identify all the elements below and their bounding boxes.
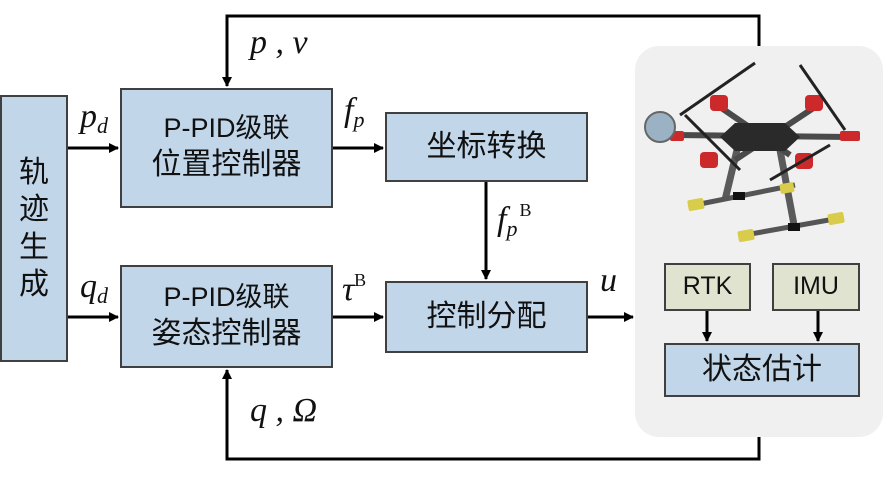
coordinate-transform-block: 坐标转换 bbox=[385, 112, 588, 182]
drone-center-plate bbox=[720, 123, 800, 151]
u-base: u bbox=[600, 262, 617, 299]
rtk-block: RTK bbox=[664, 263, 751, 311]
state-estimation-label: 状态估计 bbox=[702, 352, 822, 388]
position-controller-line2: 位置控制器 bbox=[151, 147, 302, 183]
fpB-sup: B bbox=[519, 200, 532, 220]
signal-fpB: fpB bbox=[497, 200, 531, 242]
drone-camera bbox=[644, 111, 676, 143]
signal-qd: qd bbox=[80, 268, 108, 309]
signal-pd: pd bbox=[80, 98, 108, 139]
attitude-controller-line1: P-PID级联 bbox=[163, 281, 290, 312]
signal-attitude-feedback: q , Ω bbox=[250, 392, 318, 429]
state-estimation-block: 状态估计 bbox=[664, 343, 860, 397]
control-allocation-block: 控制分配 bbox=[385, 281, 588, 353]
position-controller-block: P-PID级联 位置控制器 bbox=[120, 88, 333, 208]
qd-base: q bbox=[80, 268, 97, 305]
attitude-controller-line2: 姿态控制器 bbox=[151, 315, 302, 351]
trajectory-label-1: 轨 bbox=[19, 154, 49, 190]
pd-base: p bbox=[80, 98, 97, 135]
signal-u: u bbox=[600, 262, 617, 300]
tau-base: τ bbox=[342, 271, 355, 308]
trajectory-generation-block: 轨 迹 生 成 bbox=[0, 95, 68, 362]
coordinate-transform-label: 坐标转换 bbox=[426, 129, 547, 165]
feedback-position bbox=[222, 14, 761, 87]
hexacopter-drone-image bbox=[644, 61, 860, 242]
signal-position-feedback: p , v bbox=[250, 24, 308, 61]
attitude-controller-block: P-PID级联 姿态控制器 bbox=[120, 265, 333, 368]
imu-block: IMU bbox=[772, 263, 860, 311]
signal-tauB: τB bbox=[342, 270, 366, 309]
control-allocation-label: 控制分配 bbox=[426, 299, 547, 335]
trajectory-label-3: 生 bbox=[19, 229, 49, 265]
imu-label: IMU bbox=[793, 272, 839, 301]
tau-sup: B bbox=[354, 270, 367, 290]
position-controller-line1: P-PID级联 bbox=[163, 113, 290, 144]
fpB-sub: p bbox=[506, 216, 518, 241]
drone-motors bbox=[670, 95, 860, 169]
feedback-attitude bbox=[222, 369, 761, 461]
signal-fp: fp bbox=[344, 92, 364, 133]
pd-sub: d bbox=[97, 113, 108, 138]
trajectory-label-4: 成 bbox=[19, 267, 49, 302]
qd-sub: d bbox=[97, 283, 108, 308]
fp-base: f bbox=[344, 92, 354, 129]
drone-propellers bbox=[679, 61, 847, 182]
fpB-base: f bbox=[497, 201, 507, 238]
trajectory-label-2: 迹 bbox=[19, 192, 49, 227]
fp-sub: p bbox=[353, 107, 365, 132]
rtk-label: RTK bbox=[682, 272, 733, 301]
